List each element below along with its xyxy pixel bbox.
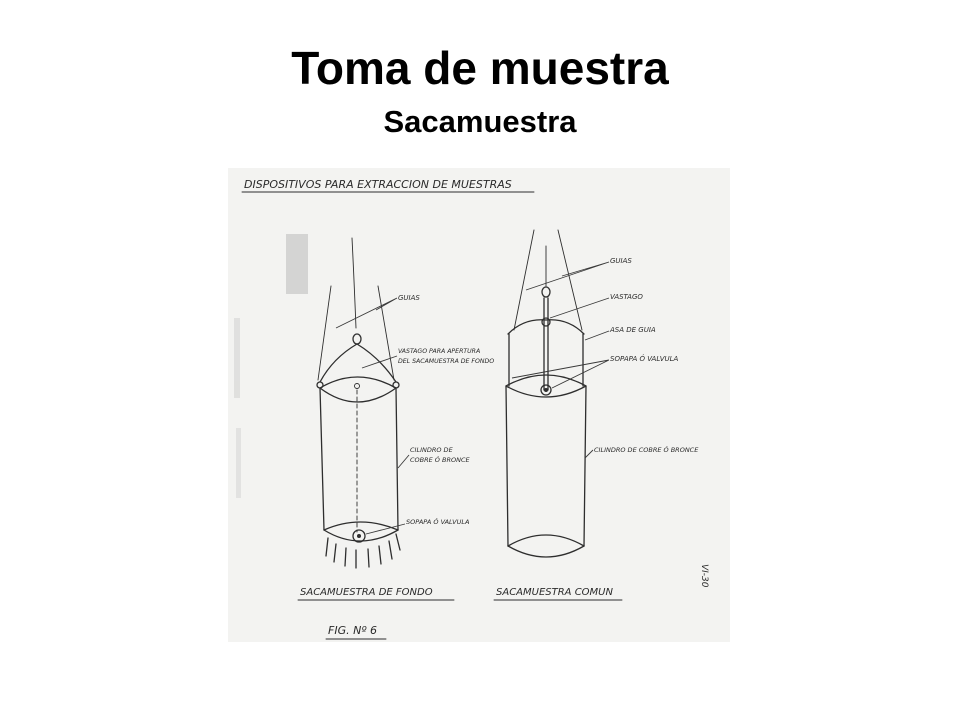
- left-label-vastago-1: VASTAGO PARA APERTURA: [398, 348, 480, 355]
- right-leader-vastago: [549, 297, 610, 319]
- right-guide-left: [513, 229, 535, 331]
- left-cylinder-top: [319, 376, 397, 403]
- right-leader-cilindro: [584, 449, 594, 459]
- right-valve: [540, 384, 552, 396]
- left-cylinder-bottom-front: [323, 529, 399, 542]
- left-eye: [352, 333, 362, 345]
- left-label-guias: GUIAS: [398, 294, 420, 302]
- slide-subtitle: Sacamuestra: [383, 104, 577, 139]
- left-rod-top: [354, 383, 360, 389]
- right-handle-top: [507, 319, 585, 335]
- left-valve-center: [357, 534, 361, 538]
- left-label-cilindro-2: COBRE Ó BRONCE: [410, 455, 470, 464]
- page-code: VI-30: [699, 564, 709, 588]
- left-label-vastago-2: DEL SACAMUESTRA DE FONDO: [398, 358, 494, 365]
- left-guide-right: [377, 285, 395, 381]
- bottom-sampler-drawing: [316, 237, 401, 569]
- figure-heading: DISPOSITIVOS PARA EXTRACCION DE MUESTRAS: [244, 178, 512, 191]
- slide-title: Toma de muestra: [291, 42, 669, 94]
- left-leader-cilindro: [397, 454, 410, 469]
- right-guide-right: [557, 229, 583, 331]
- left-cylinder-side-right: [395, 387, 399, 531]
- right-valve-center: [544, 388, 548, 392]
- right-label-sopapa: SOPAPA Ó VALVULA: [610, 354, 679, 363]
- sampler-diagram-figure: DISPOSITIVOS PARA EXTRACCION DE MUESTRAS: [228, 168, 730, 642]
- right-eye: [541, 286, 551, 298]
- left-bail-right: [356, 343, 397, 383]
- left-leader-guias: [335, 297, 398, 329]
- left-valve: [352, 529, 366, 543]
- right-device-caption: SACAMUESTRA COMUN: [496, 587, 614, 598]
- scan-smudge-marks: [234, 234, 308, 498]
- right-handle-hub: [541, 317, 551, 327]
- left-bottom-teeth: [325, 533, 401, 569]
- right-leader-guias: [525, 261, 610, 291]
- left-bail-left: [319, 343, 358, 383]
- left-guide-left: [317, 285, 332, 381]
- left-rope: [351, 237, 357, 329]
- left-device-caption: SACAMUESTRA DE FONDO: [300, 587, 433, 598]
- left-leader-vastago: [361, 355, 398, 369]
- common-sampler-drawing: [505, 229, 587, 558]
- figure-number: FIG. Nº 6: [328, 624, 377, 637]
- right-cylinder-bottom-back: [507, 534, 585, 547]
- right-cylinder-top: [505, 374, 587, 398]
- right-label-asa: ASA DE GUIA: [609, 326, 656, 334]
- right-leader-sopapa: [511, 359, 610, 389]
- right-label-guias: GUIAS: [610, 257, 632, 265]
- left-cylinder-side-left: [319, 387, 325, 531]
- left-label-cilindro-1: CILINDRO DE: [410, 446, 454, 454]
- right-cylinder-side-left: [505, 385, 509, 547]
- right-label-vastago: VASTAGO: [610, 293, 643, 301]
- right-leader-asa: [584, 330, 610, 341]
- right-label-cilindro: CILINDRO DE COBRE Ó BRONCE: [594, 445, 699, 454]
- sampler-diagram-svg: DISPOSITIVOS PARA EXTRACCION DE MUESTRAS: [234, 178, 709, 640]
- left-label-sopapa: SOPAPA Ó VALVULA: [406, 517, 469, 526]
- right-cylinder-side-right: [583, 385, 587, 547]
- right-cylinder-bottom-front: [507, 545, 585, 558]
- left-leader-sopapa: [365, 523, 406, 535]
